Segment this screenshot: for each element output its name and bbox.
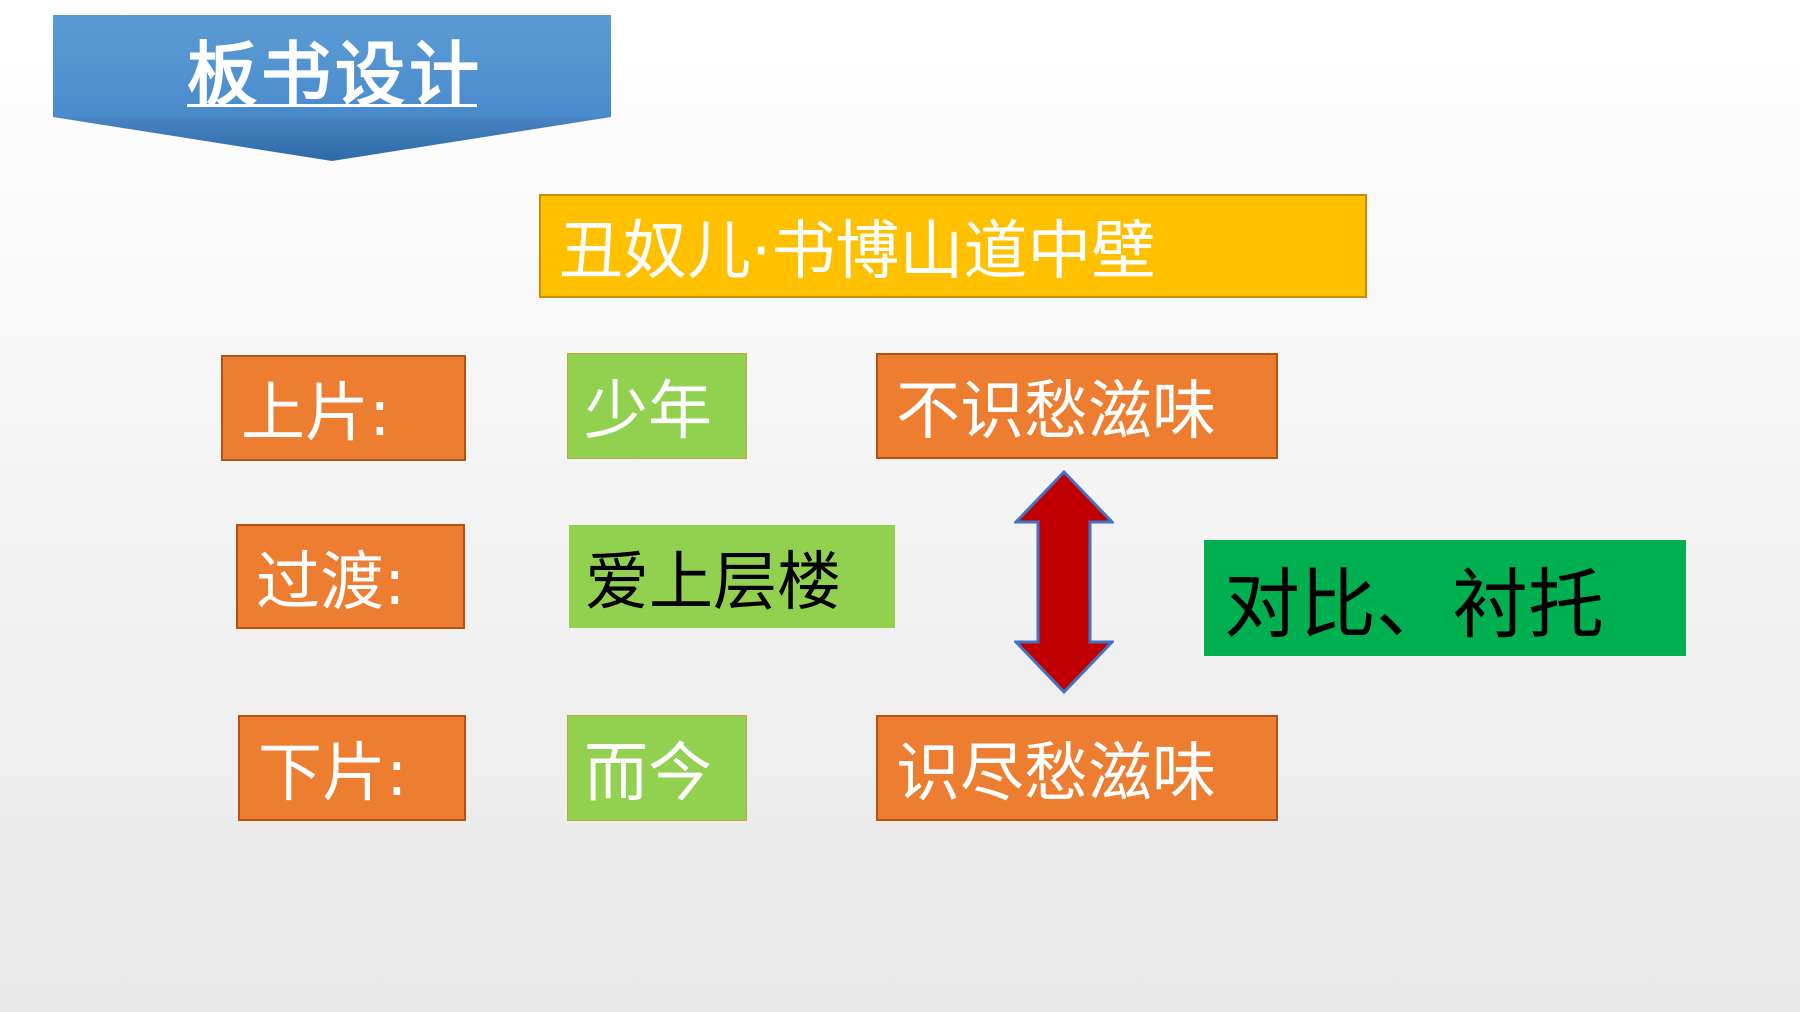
knowing-sorrow-box: 识尽愁滋味 xyxy=(876,715,1278,821)
page-title: 板书设计 xyxy=(187,34,483,116)
not-knowing-sorrow-box: 不识愁滋味 xyxy=(876,353,1278,459)
title-underline xyxy=(187,104,477,107)
climb-tower-box: 爱上层楼 xyxy=(569,525,895,628)
now-box: 而今 xyxy=(567,715,747,821)
contrast-technique-box: 对比、衬托 xyxy=(1204,540,1686,656)
transition-label: 过渡: xyxy=(236,524,465,629)
banner-shape xyxy=(53,15,611,161)
lower-stanza-label: 下片: xyxy=(238,715,466,821)
header-banner: 板书设计 xyxy=(53,15,611,161)
vertical-double-arrow-icon xyxy=(1014,470,1114,694)
poem-title-box: 丑奴儿·书博山道中壁 xyxy=(539,194,1367,298)
upper-stanza-label: 上片: xyxy=(221,355,466,461)
youth-box: 少年 xyxy=(567,353,747,459)
